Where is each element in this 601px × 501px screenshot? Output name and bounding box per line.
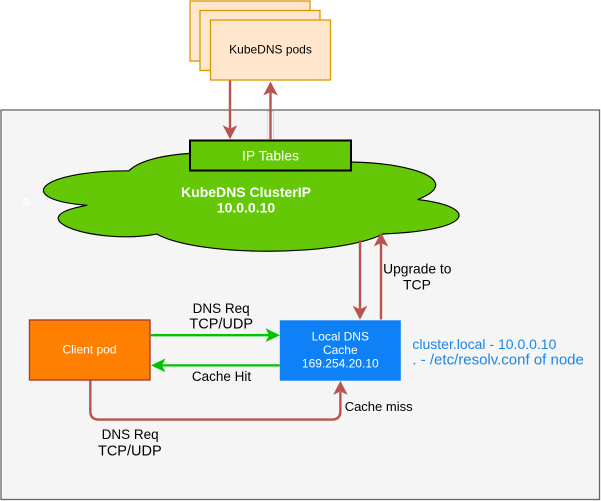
svg-text:Upgrade to: Upgrade to [383, 262, 452, 277]
svg-text:DNS Req: DNS Req [102, 427, 159, 442]
svg-text:s: s [22, 194, 30, 209]
svg-text:. - /etc/resolv.conf of node: . - /etc/resolv.conf of node [412, 352, 583, 369]
svg-text:IP Tables: IP Tables [242, 148, 299, 164]
svg-text:TCP: TCP [403, 277, 431, 293]
svg-text:TCP/UDP: TCP/UDP [189, 317, 253, 333]
svg-text:cluster.local - 10.0.0.10: cluster.local - 10.0.0.10 [412, 336, 556, 352]
svg-text:KubeDNS pods: KubeDNS pods [229, 42, 312, 56]
svg-text:TCP/UDP: TCP/UDP [98, 443, 162, 459]
svg-text:Cache miss: Cache miss [345, 399, 413, 414]
svg-text:Local DNS: Local DNS [312, 330, 369, 344]
svg-text:Cache: Cache [323, 343, 358, 357]
svg-text:KubeDNS ClusterIP: KubeDNS ClusterIP [181, 184, 311, 200]
svg-text:Cache Hit: Cache Hit [192, 369, 252, 384]
svg-text:10.0.0.10: 10.0.0.10 [217, 200, 276, 216]
svg-text:Client pod: Client pod [62, 343, 116, 357]
svg-text:169.254.20.10: 169.254.20.10 [302, 357, 379, 371]
svg-text:DNS Req: DNS Req [193, 301, 250, 316]
